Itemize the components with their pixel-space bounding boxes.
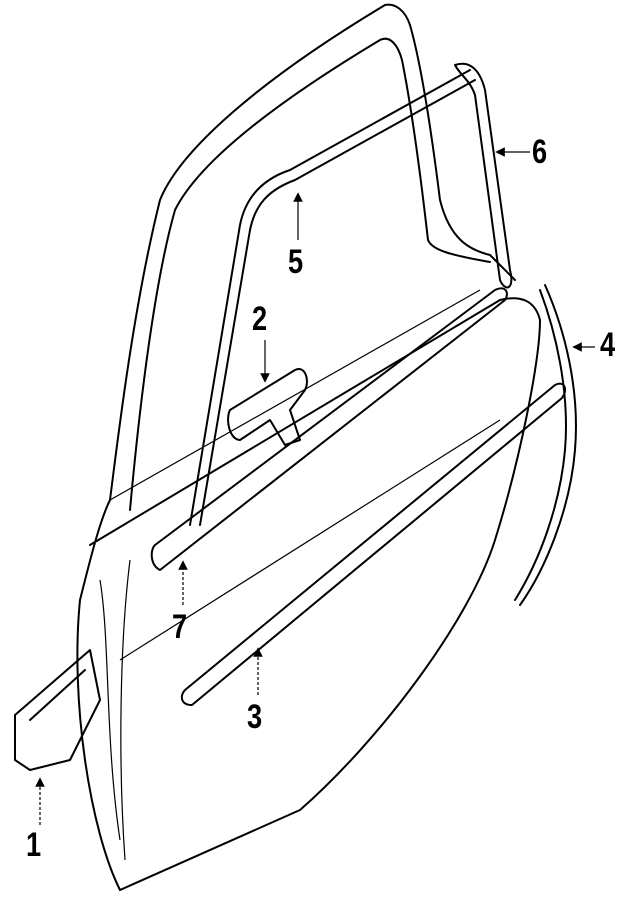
part-7-belt-molding	[150, 287, 508, 571]
callout-2: 2	[252, 300, 268, 338]
leader-arrows	[35, 147, 595, 825]
callout-5: 5	[288, 243, 304, 281]
callout-3: 3	[247, 698, 263, 736]
part-6-channel	[454, 62, 513, 289]
callout-4: 4	[600, 326, 616, 364]
callout-7: 7	[172, 608, 188, 646]
part-5-window-run	[189, 69, 476, 526]
part-3-molding	[180, 382, 567, 706]
part-4-weatherstrip	[514, 284, 577, 606]
callout-1: 1	[26, 826, 42, 864]
door-frame	[76, 3, 541, 891]
part-1-hinge	[14, 649, 101, 771]
part-2-bracket	[227, 368, 308, 446]
callout-6: 6	[532, 133, 548, 171]
